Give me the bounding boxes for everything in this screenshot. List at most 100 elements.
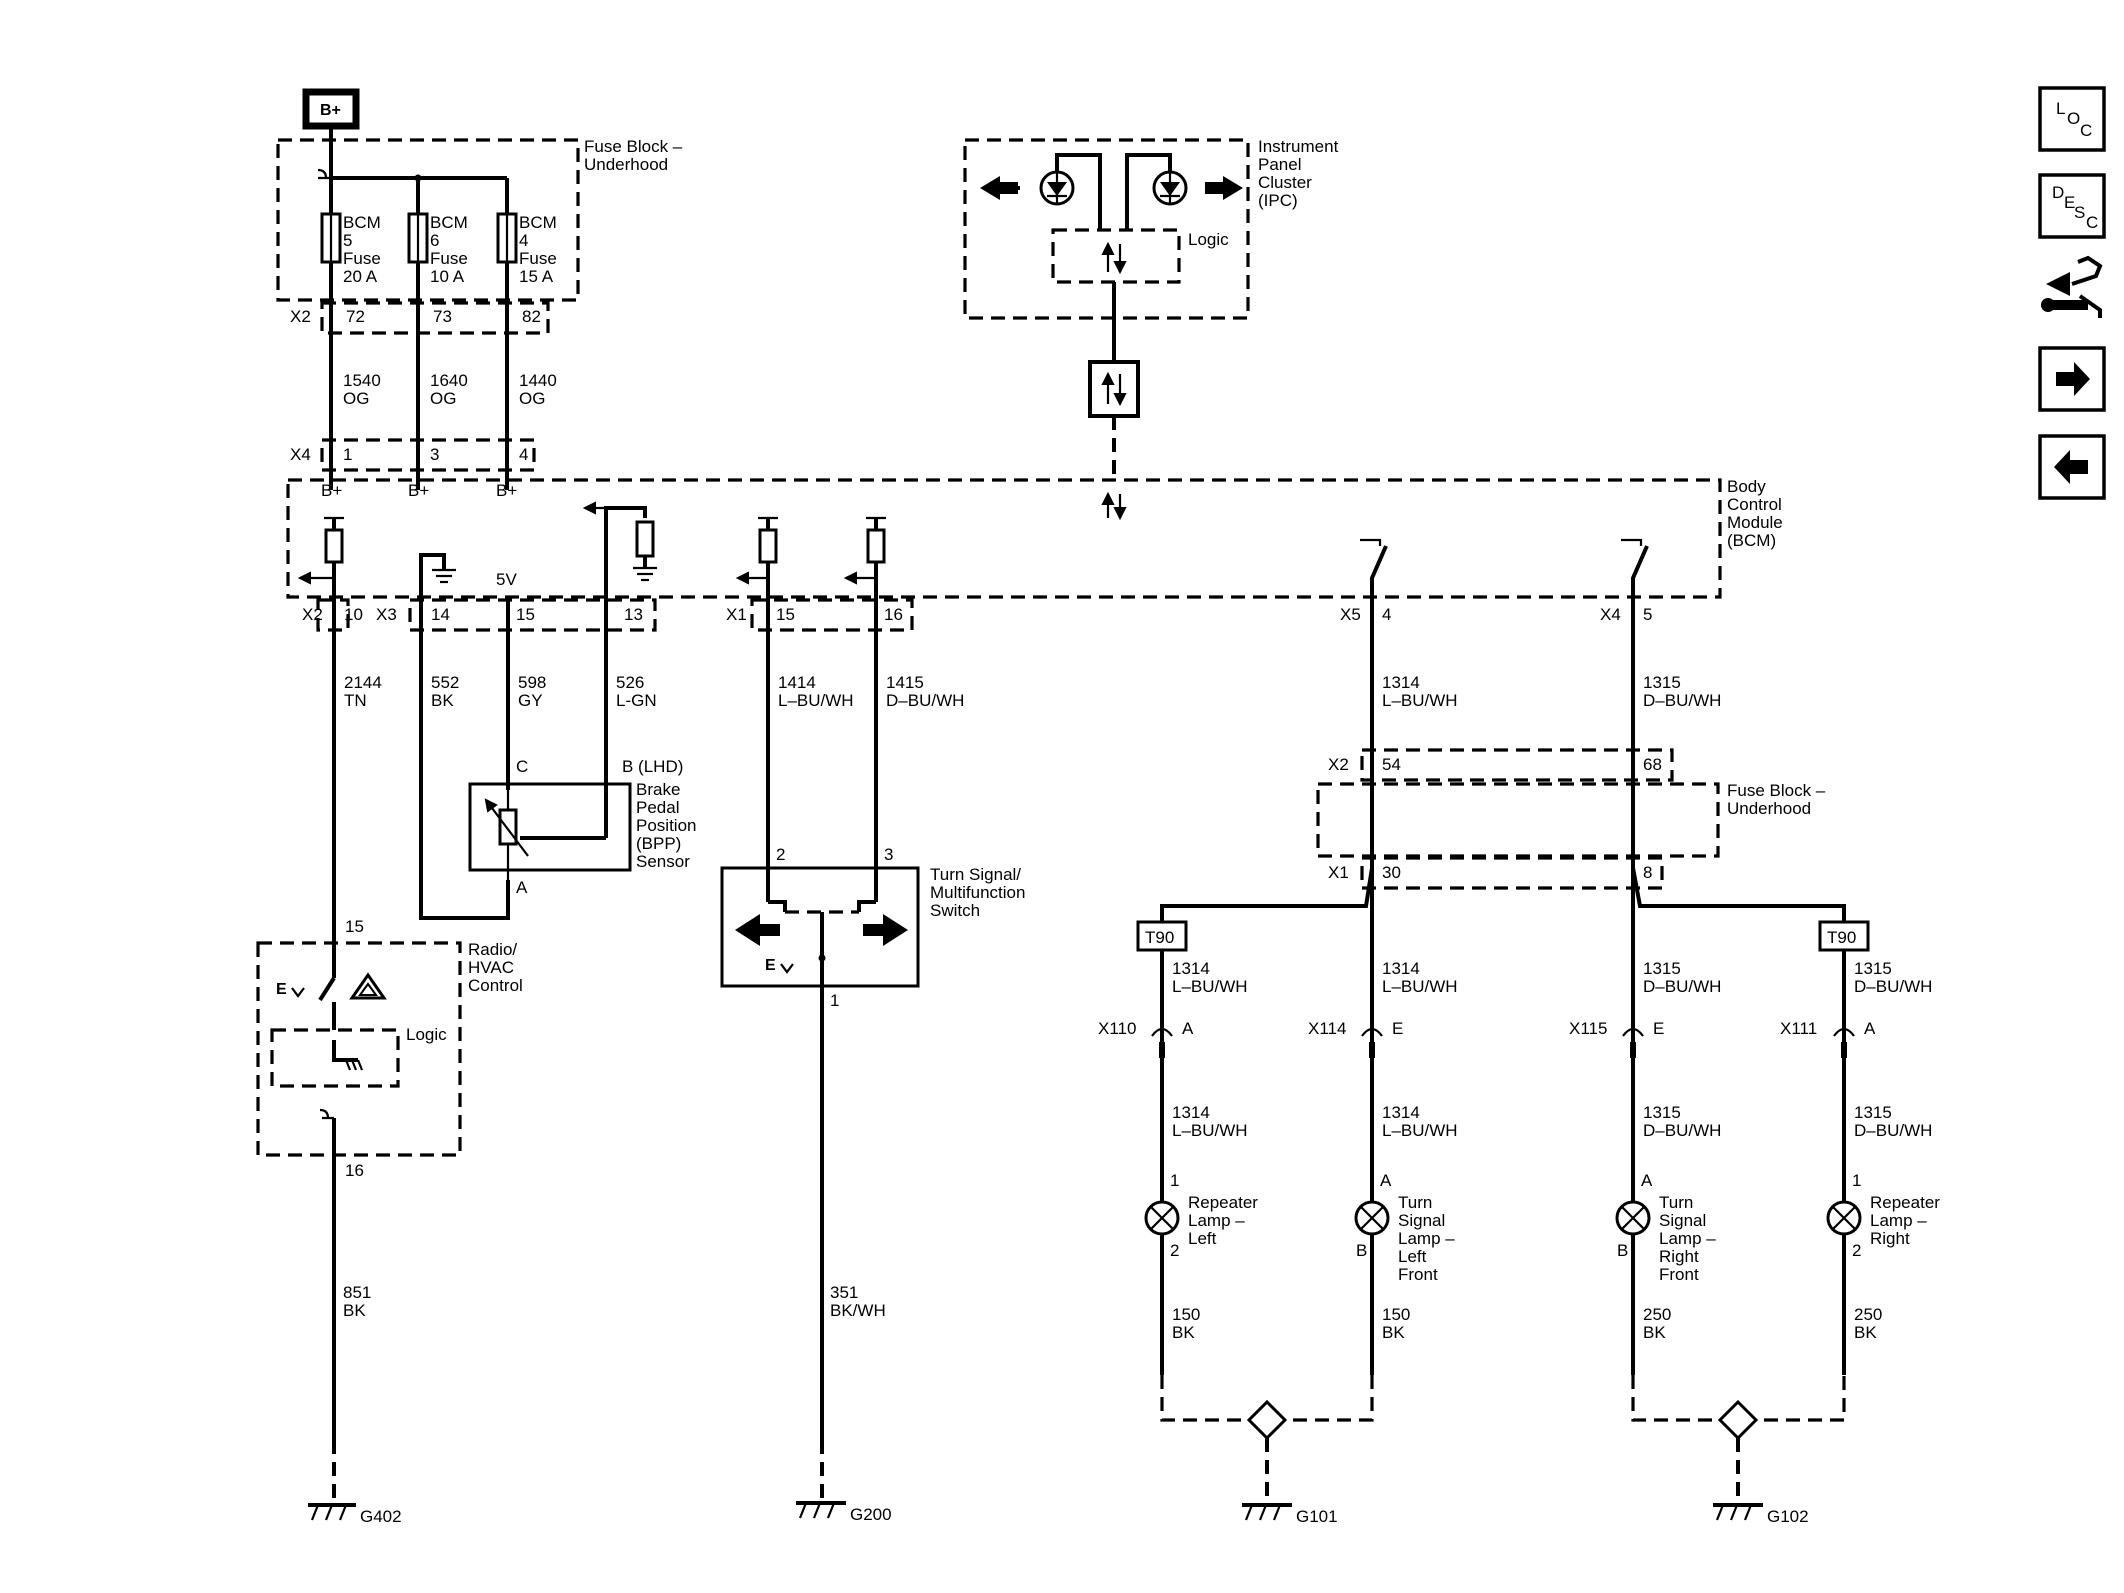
bcm-top-pin: 1 — [343, 445, 352, 464]
next-page-button[interactable] — [2038, 346, 2106, 412]
radio-circuit-color: BK — [343, 1301, 366, 1320]
lamp-name: Turn — [1659, 1193, 1693, 1212]
bcm-circuit-number: 1315 — [1643, 673, 1681, 692]
bcm-circuit-color: D–BU/WH — [1643, 691, 1721, 710]
bcm-bottom-pin: 10 — [344, 605, 363, 624]
fuse-circuit-color: OG — [430, 389, 456, 408]
instrument-panel-cluster: Instrument Panel Cluster (IPC) Logic — [963, 137, 1343, 521]
lamp-name: Turn — [1398, 1193, 1432, 1212]
lamp-connector: X115 — [1569, 1019, 1607, 1038]
lamp-pin-top: A — [1641, 1171, 1653, 1190]
lamp-name: Front — [1659, 1265, 1699, 1284]
bpp-pin-b: B (LHD) — [622, 757, 683, 776]
switch-ev-icon: E — [765, 957, 776, 974]
bpp-name: Brake Pedal Position (BPP) Sensor — [636, 780, 701, 871]
bcm-circuit-color: TN — [344, 691, 367, 710]
fuse-label: 15 A — [519, 267, 554, 286]
lamp-pin-top: A — [1380, 1171, 1392, 1190]
bpp-pin-a: A — [516, 878, 528, 897]
lamp-circuit-number: 1315 — [1643, 959, 1681, 978]
svg-text:O: O — [2067, 109, 2080, 128]
lamp-connector: X114 — [1308, 1019, 1346, 1038]
lamp-pin-top: 1 — [1170, 1171, 1179, 1190]
fuse-label: 4 — [519, 231, 528, 250]
lamp-name: Lamp – — [1870, 1211, 1927, 1230]
bcm-bplus-3: B+ — [496, 481, 517, 500]
lamp-name: Right — [1870, 1229, 1910, 1248]
loc-button[interactable]: L O C — [2038, 86, 2106, 152]
lamp-circuit-color: L–BU/WH — [1382, 977, 1458, 996]
ground-g200: G200 — [850, 1505, 892, 1524]
bcm-top-pin: 3 — [430, 445, 439, 464]
splice-pack-right-icon — [1717, 1399, 1759, 1441]
arrow-left-icon — [735, 914, 760, 946]
fb-x1-pin-left: 30 — [1382, 863, 1401, 882]
bcm-bottom-pin: 16 — [884, 605, 903, 624]
radio-ev-icon: E — [276, 981, 287, 998]
connector-x4-top: X4 — [290, 445, 311, 464]
ipc-name: Instrument Panel Cluster (IPC) — [1258, 137, 1343, 210]
previous-page-button[interactable] — [2038, 434, 2106, 500]
ground-g101: G101 — [1296, 1507, 1338, 1526]
bcm-bplus-1: B+ — [321, 481, 342, 500]
bcm-bottom-pin: 5 — [1643, 605, 1652, 624]
lamp-ground-circuit: 150 — [1172, 1305, 1200, 1324]
fuse-circuit-number: 1440 — [519, 371, 557, 390]
lamp-pin-bottom: B — [1617, 1241, 1628, 1260]
connector-x2-top: X2 — [290, 307, 311, 326]
fuse-pin: 82 — [522, 307, 541, 326]
switch-pin-gnd: 1 — [830, 991, 839, 1010]
fuse-block-outline — [276, 138, 580, 302]
lamp-circuit-number: 1314 — [1382, 959, 1420, 978]
switch-circuit-color: BK/WH — [830, 1301, 886, 1320]
bcm-circuit-number: 1415 — [886, 673, 924, 692]
lamp-circuit-color: D–BU/WH — [1854, 977, 1932, 996]
wrench-connector-icon — [2046, 272, 2070, 296]
bcm-circuit-number: 2144 — [344, 673, 382, 692]
lamp-name: Lamp – — [1398, 1229, 1455, 1248]
connector-info-button[interactable] — [2041, 255, 2103, 318]
lamp-connector-pin: A — [1182, 1019, 1194, 1038]
serial-data-icon — [1088, 360, 1140, 418]
ground-icon — [308, 1503, 356, 1521]
fuse-label: Fuse — [519, 249, 557, 268]
lamp-circuit-number: 1315 — [1643, 1103, 1681, 1122]
lamp-name: Left — [1398, 1247, 1427, 1266]
splice-t90-left — [1136, 920, 1188, 952]
lamp-connector-pin: A — [1864, 1019, 1876, 1038]
bcm-circuit-color: L–BU/WH — [778, 691, 854, 710]
connector-icon — [1361, 1027, 1383, 1037]
connector-x4-bcm: X4 — [1600, 605, 1621, 624]
body-control-module: Body Control Module (BCM) B+ B+ B+ 5V — [286, 477, 1783, 710]
lamp-circuit-number: 1315 — [1854, 959, 1892, 978]
svg-text:E: E — [2064, 193, 2075, 212]
connector-x1: X1 — [726, 605, 747, 624]
ground-g102: G102 — [1767, 1507, 1809, 1526]
arrow-right-icon — [883, 914, 908, 946]
lamp-connector-pin: E — [1653, 1019, 1664, 1038]
desc-button[interactable]: D E S C — [2038, 173, 2106, 239]
lamp-connector-pin: E — [1392, 1019, 1403, 1038]
lamp-circuit-color: L–BU/WH — [1172, 977, 1248, 996]
fuse-label: 20 A — [343, 267, 378, 286]
connector-x2-bcm: X2 — [302, 605, 323, 624]
lamp-ground-color: BK — [1643, 1323, 1666, 1342]
lamp-circuit-color: L–BU/WH — [1172, 1121, 1248, 1140]
hazard-icon — [349, 972, 387, 1000]
radio-circuit: 851 — [343, 1283, 371, 1302]
splice-left-label: T90 — [1145, 928, 1174, 947]
lamp-ground-color: BK — [1382, 1323, 1405, 1342]
lamp-name: Repeater — [1870, 1193, 1940, 1212]
connector-x1-fb: X1 — [1328, 863, 1349, 882]
turn-signal-switch: 2 3 Turn Signal/ Multifunction Switch E … — [720, 628, 1025, 1524]
bcm-circuit-number: 1414 — [778, 673, 816, 692]
lamp-pin-bottom: B — [1356, 1241, 1367, 1260]
svg-text:S: S — [2074, 203, 2085, 222]
radio-logic: Logic — [406, 1025, 447, 1044]
lamp-circuit-number: 1314 — [1382, 1103, 1420, 1122]
bcm-circuit-color: BK — [431, 691, 454, 710]
